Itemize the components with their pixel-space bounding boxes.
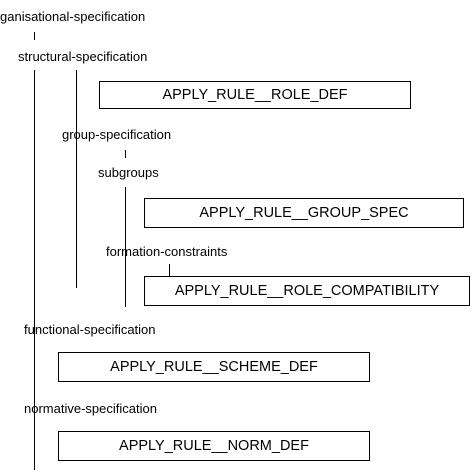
role-compatibility-rule-box: APPLY_RULE__ROLE_COMPATIBILITY (144, 276, 470, 306)
subgroups-label: subgroups (98, 165, 159, 180)
formation-connector-line (169, 264, 170, 276)
scheme-def-rule-box: APPLY_RULE__SCHEME_DEF (58, 352, 370, 382)
subgroups-trunk-line (125, 187, 126, 307)
normative-spec-label: normative-specification (24, 401, 157, 416)
group-spec-rule-box: APPLY_RULE__GROUP_SPEC (144, 198, 464, 228)
structural-spec-label: structural-specification (18, 49, 148, 64)
role-def-rule-box: APPLY_RULE__ROLE_DEF (99, 81, 411, 109)
norm-def-rule-box: APPLY_RULE__NORM_DEF (58, 431, 370, 461)
formation-constraints-label: formation-constraints (106, 244, 228, 259)
group-spec-label: group-specification (62, 127, 172, 142)
structural-trunk-line (76, 70, 77, 288)
root-connector-line (34, 32, 35, 40)
functional-spec-label: functional-specification (24, 322, 156, 337)
group-connector-line (125, 150, 126, 158)
root-trunk-line (34, 70, 35, 470)
root-node-label: ganisational-specification (0, 9, 146, 24)
